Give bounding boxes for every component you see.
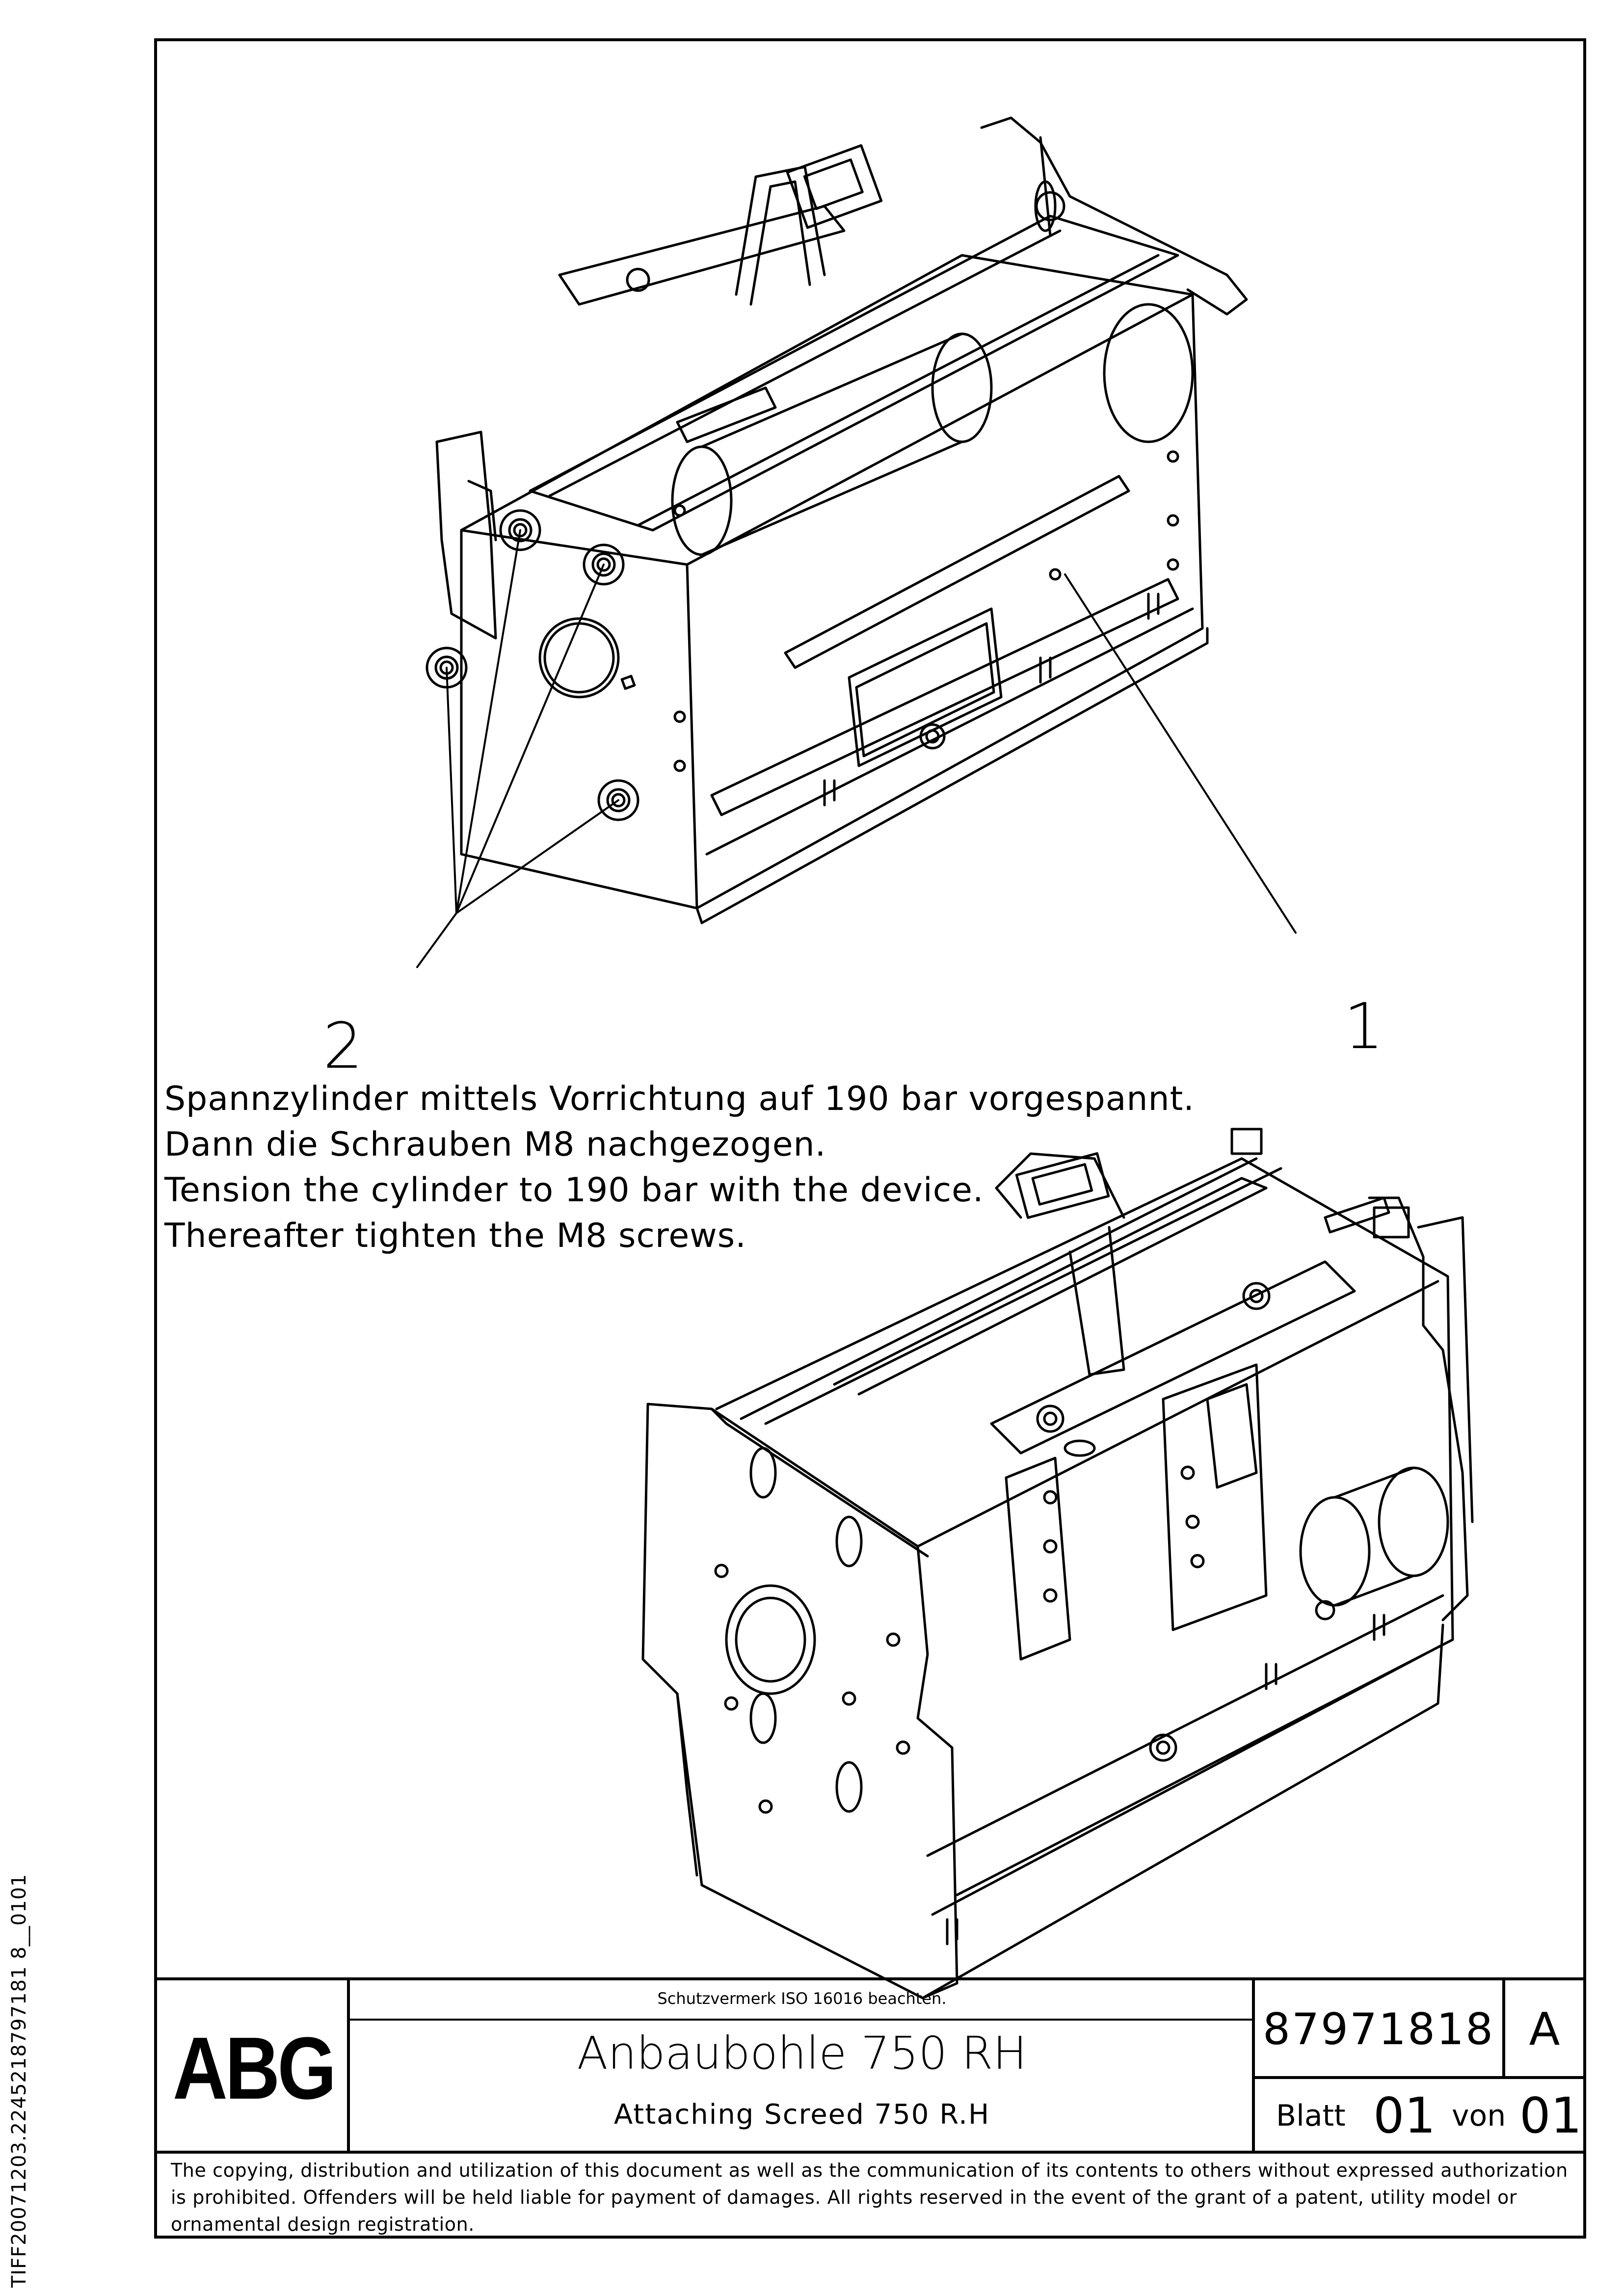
copyright-disclaimer: The copying, distribution and utilizatio… [171, 2160, 1568, 2235]
note-line-de-1: Spannzylinder mittels Vorrichtung auf 19… [164, 1080, 1195, 1118]
side-file-code: TIFF20071203.2245218797181 8__0101 [8, 1873, 30, 2288]
abg-logo: ABG [173, 2019, 337, 2118]
of-label: von [1452, 2099, 1506, 2133]
drawing-frame [154, 38, 1586, 2239]
lower-assembly-illustration [641, 1128, 1474, 1999]
upper-assembly-illustration [416, 116, 1297, 968]
note-line-de-2: Dann die Schrauben M8 nachgezogen. [164, 1125, 826, 1164]
copyright-protection-note: Schutzvermerk ISO 16016 beachten. [657, 1989, 947, 2008]
drawing-title-en: Attaching Screed 750 R.H [613, 2099, 990, 2131]
fitting [583, 543, 625, 586]
note-line-en-2: Thereafter tighten the M8 screws. [164, 1216, 746, 1255]
callout-1: 1 [1344, 990, 1384, 1063]
revision: A [1529, 2003, 1560, 2055]
sheet-value: 01 [1373, 2087, 1436, 2144]
fitting [597, 779, 639, 821]
sheet-label: Blatt [1276, 2099, 1346, 2133]
callout-2: 2 [323, 1010, 363, 1083]
instruction-note: Spannzylinder mittels Vorrichtung auf 19… [164, 1076, 1195, 1259]
drawing-number: 87971818 [1263, 2004, 1494, 2054]
of-value: 01 [1519, 2087, 1582, 2144]
note-line-en-1: Tension the cylinder to 190 bar with the… [164, 1171, 984, 1210]
drawing-title-de: Anbaubohle 750 RH [577, 2027, 1027, 2080]
